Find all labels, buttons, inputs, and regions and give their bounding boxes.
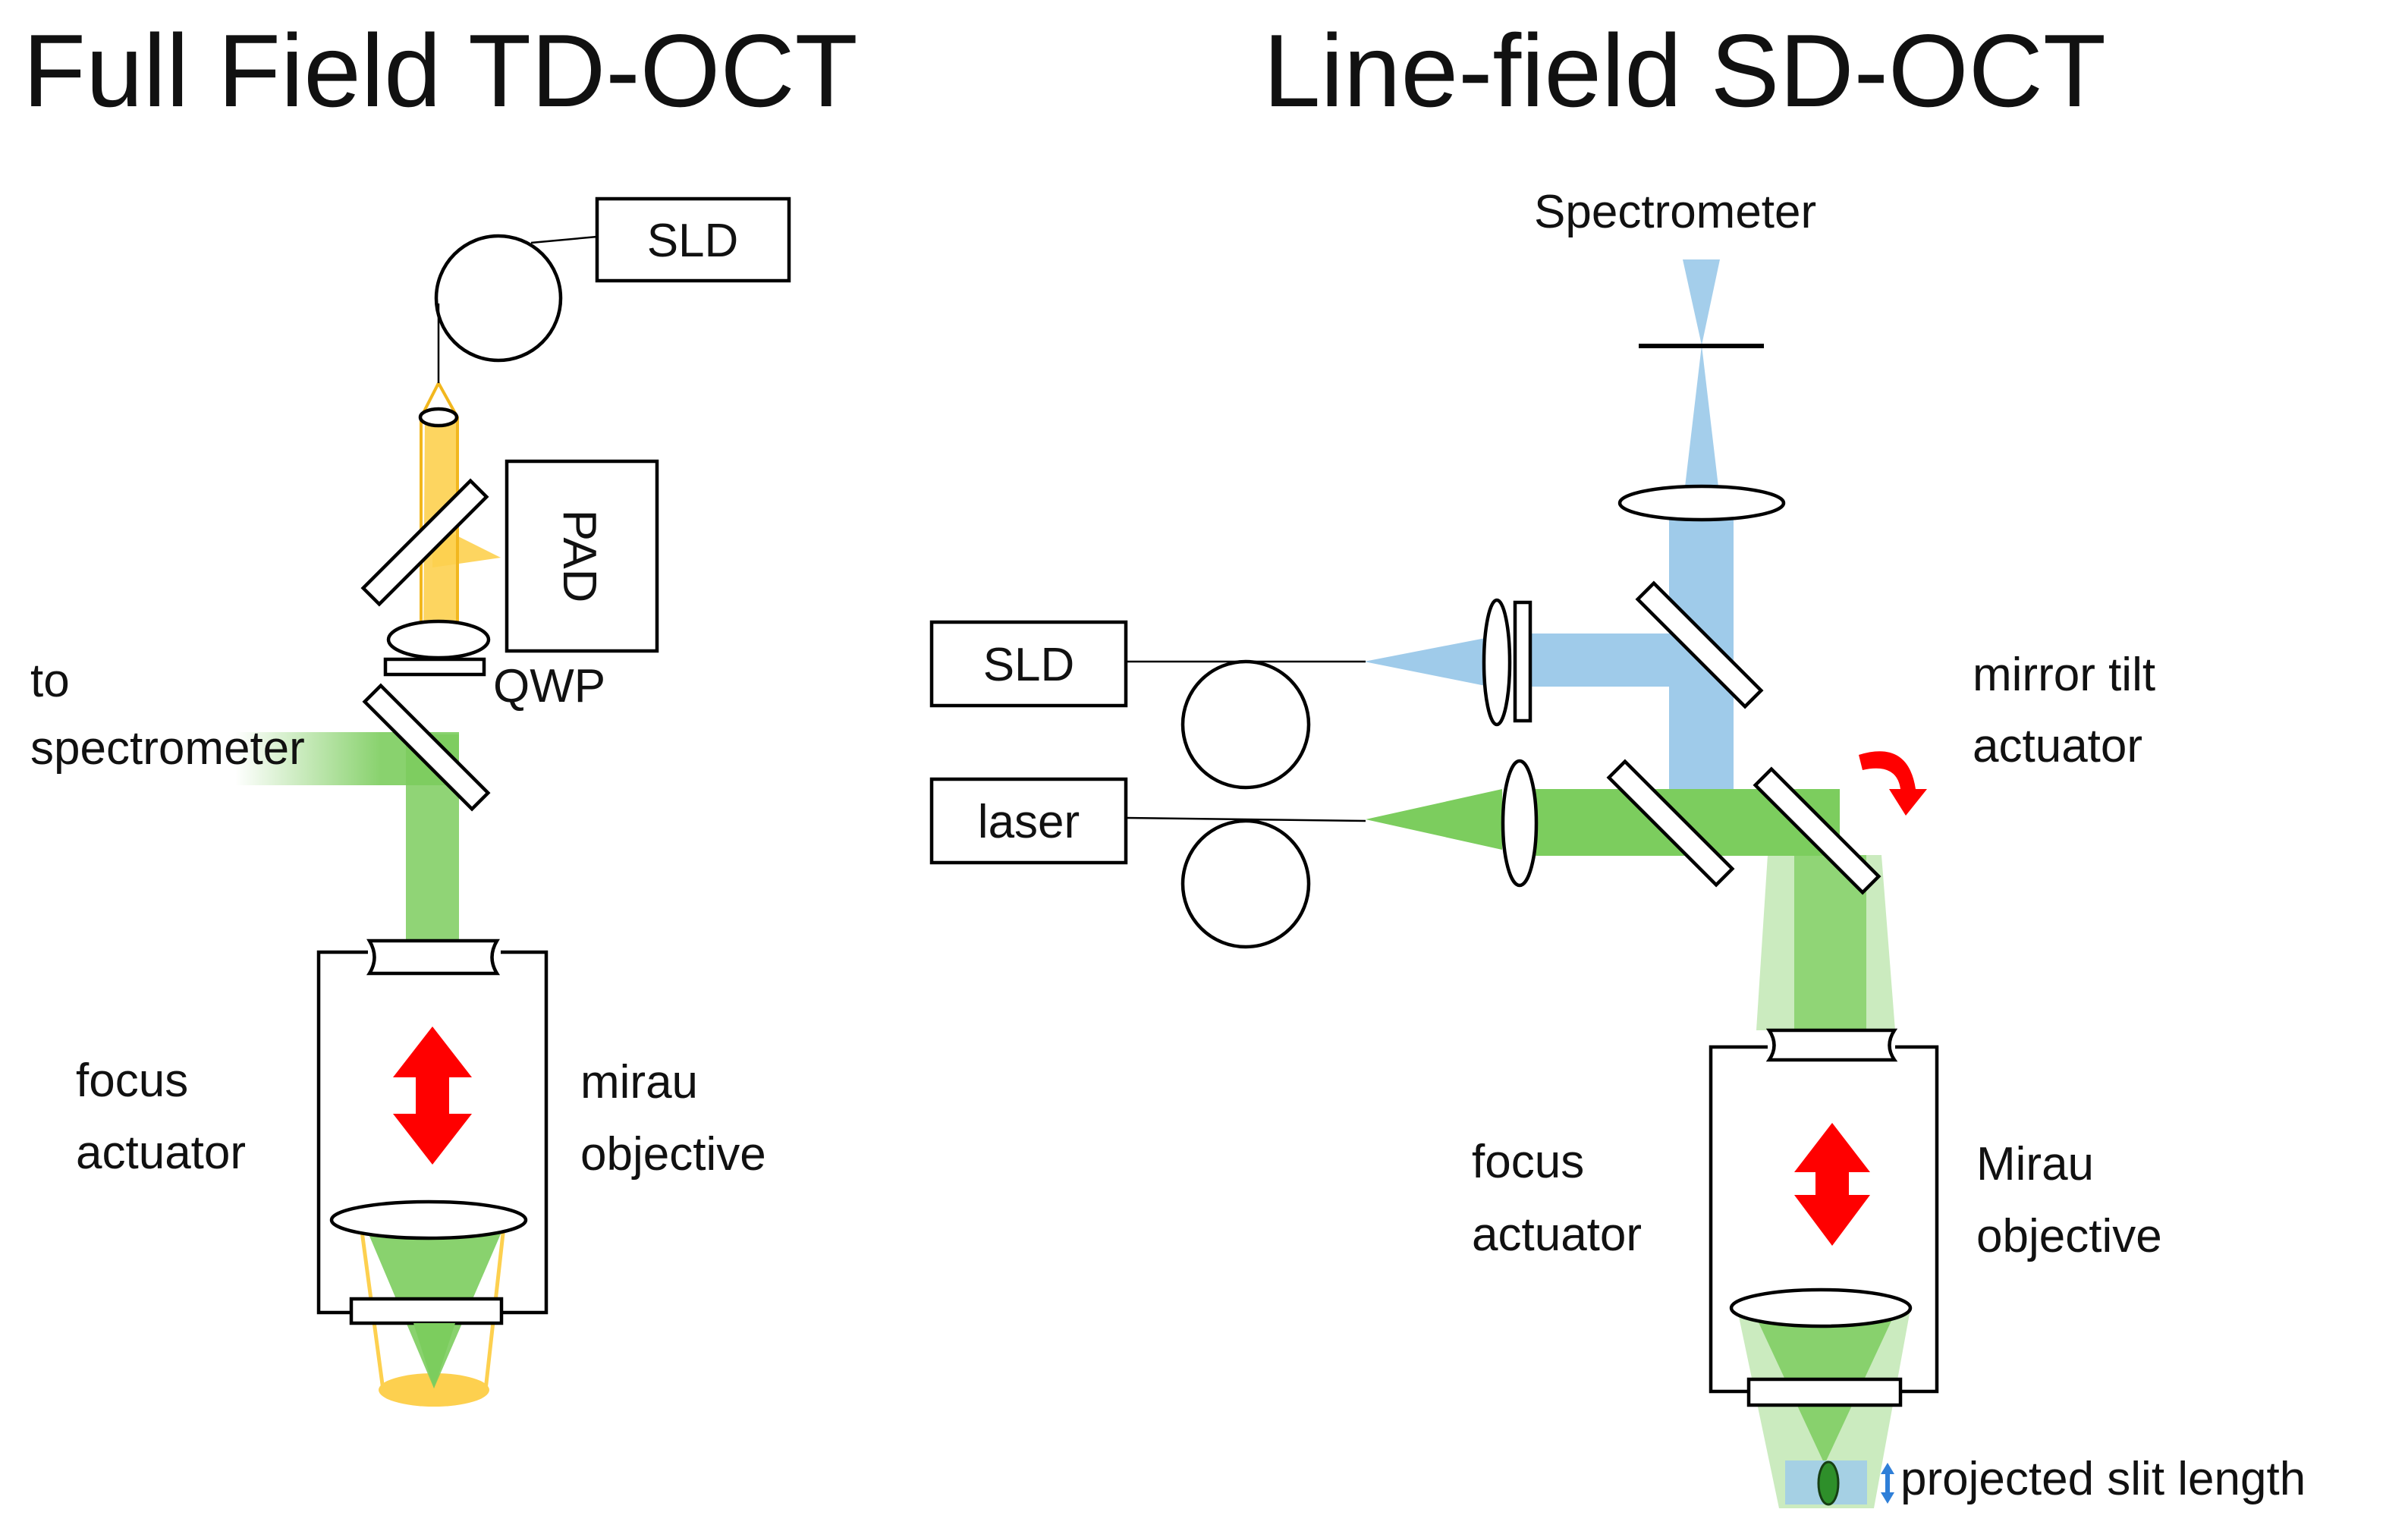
left-qwp-plate [383, 657, 486, 677]
right-sld-label: SLD [983, 639, 1075, 691]
right-beamsplitter-middle [1606, 759, 1735, 888]
left-to-label: to [30, 655, 70, 707]
right-slit-label: projected slit length [1900, 1453, 2306, 1505]
right-focus-arrow [1794, 1123, 1870, 1246]
left-mirau-label-1: mirau [580, 1056, 698, 1108]
right-laser-fiber-coil [1180, 819, 1311, 949]
left-fiber-coil [434, 234, 563, 363]
right-spectrometer-label: Spectrometer [1534, 186, 1816, 238]
right-mirror-label-2: actuator [1973, 720, 2142, 772]
left-mirau-label-2: objective [580, 1128, 766, 1181]
right-beamsplitter-top [1635, 580, 1764, 709]
right-panel-title: Line-field SD-OCT [1263, 13, 2106, 128]
right-projected-slit-spot [1817, 1460, 1840, 1506]
left-fiber-to-sld [530, 235, 598, 244]
left-setup: SLD PAD QWP to spectrometer focus actuat… [30, 197, 791, 1407]
right-mirau-label-1: Mirau [1976, 1138, 2094, 1190]
left-spectrometer-label: spectrometer [30, 722, 305, 775]
right-laser-lens [1501, 759, 1539, 888]
right-spectrometer-lens [1617, 484, 1786, 522]
left-yellow-sample-spot [379, 1373, 489, 1407]
right-sld-box [929, 620, 1128, 708]
left-beamsplitter-top [360, 478, 489, 607]
right-sld-fiber-coil [1180, 659, 1311, 790]
left-qwp-label: QWP [493, 660, 605, 712]
left-focus-label-1: focus [76, 1055, 188, 1107]
left-pad-box [505, 459, 659, 653]
right-mirau-label-2: objective [1976, 1210, 2162, 1262]
right-mirror-label-1: mirror tilt [1973, 649, 2155, 701]
left-panel-title: Full Field TD-OCT [23, 13, 858, 128]
right-blue-slit-cone [1683, 259, 1720, 493]
right-laser-box [929, 777, 1128, 865]
right-slit-length-arrow [1881, 1463, 1894, 1504]
right-sld-blue-cone [1364, 637, 1489, 687]
left-fiber-lens [418, 407, 459, 428]
right-laser-green-cone [1366, 789, 1502, 850]
left-beamsplitter-bottom [362, 683, 491, 812]
left-green-cone-over [413, 1323, 455, 1388]
left-focus-arrow [393, 1027, 472, 1165]
right-laser-label: laser [978, 796, 1080, 848]
left-objective-lens [329, 1199, 528, 1240]
right-focus-label-1: focus [1472, 1136, 1584, 1188]
left-lens [386, 619, 491, 660]
right-tilt-mirror [1753, 766, 1881, 895]
right-mirror-tilt-arrow [1859, 751, 1927, 816]
right-objective-top-lens [1765, 1028, 1898, 1062]
left-sld-label: SLD [647, 215, 739, 267]
right-sld-lens [1482, 598, 1512, 727]
left-focus-label-2: actuator [76, 1127, 246, 1179]
left-objective-plate [349, 1297, 504, 1325]
right-objective-lens [1729, 1287, 1913, 1328]
right-setup: Spectrometer SLD laser mirror tilt ac [929, 186, 2306, 1508]
left-pad-label: PAD [553, 510, 605, 603]
left-sld-box [595, 197, 791, 283]
left-objective-top-lens [366, 938, 501, 976]
right-objective-plate [1746, 1377, 1903, 1407]
right-focus-label-2: actuator [1472, 1209, 1642, 1261]
right-sld-plate [1513, 600, 1533, 723]
